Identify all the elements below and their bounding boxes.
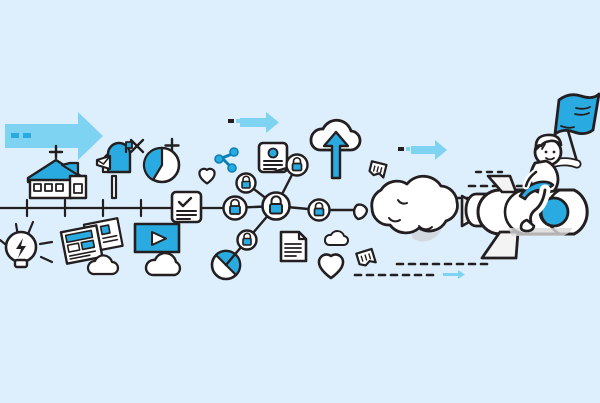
small-arrow	[398, 140, 447, 160]
video-player-icon[interactable]	[133, 222, 181, 254]
bulb-ray	[38, 240, 54, 246]
secure-network-graph	[222, 153, 362, 267]
pie-slice-blue	[142, 146, 164, 182]
document-fold	[297, 230, 308, 241]
lock-node	[307, 198, 331, 222]
cloud-upload-icon	[309, 118, 362, 180]
play-icon[interactable]	[151, 231, 167, 246]
large-arrow	[5, 112, 103, 160]
bulb-ray	[26, 220, 35, 236]
lock-icon	[292, 156, 302, 165]
mailbox-post	[110, 174, 118, 200]
house-icon	[26, 158, 88, 200]
lock-node	[261, 191, 291, 221]
smoke-swirl	[388, 217, 401, 223]
lock-icon	[243, 232, 252, 240]
paper-scrap-two-icon	[355, 247, 377, 267]
smoke-outline	[370, 174, 459, 235]
news-headline	[64, 229, 94, 244]
pie-chart-icon	[142, 146, 181, 184]
heart-large-icon	[317, 253, 345, 280]
rider-eye	[544, 150, 548, 154]
cloud-medium-icon	[144, 251, 182, 277]
lock-node	[222, 195, 248, 221]
rocket-nose	[572, 188, 589, 236]
smoke-puff	[352, 203, 369, 221]
arrow-dash	[11, 133, 19, 138]
rider-smile	[545, 157, 555, 161]
plus-small-icon	[48, 144, 64, 160]
check-mark-icon	[177, 196, 193, 208]
medium-arrow	[228, 112, 279, 133]
rider-leg	[529, 188, 547, 224]
mailbox-icon	[95, 141, 133, 200]
flag-fold	[575, 106, 591, 110]
lock-node	[236, 229, 258, 251]
checklist-icon	[170, 190, 203, 224]
lock-node	[235, 172, 257, 194]
lock-node	[285, 153, 309, 177]
house-door	[73, 183, 83, 194]
bulb-base	[13, 258, 29, 269]
lightbulb-icon	[0, 220, 54, 269]
close-x-icon	[129, 138, 145, 154]
document-lines-icon	[279, 230, 308, 263]
arrow-dash	[228, 119, 234, 123]
rider-foot	[519, 218, 536, 233]
lock-icon	[230, 198, 240, 207]
share-nodes-icon	[214, 147, 239, 173]
house-window	[55, 183, 64, 192]
mailbox-body	[106, 141, 132, 174]
profile-card-icon	[257, 141, 289, 174]
share-node	[214, 154, 224, 164]
smoke-swirl	[397, 199, 408, 205]
rocket-rider	[518, 92, 600, 233]
arrow-dash	[406, 147, 410, 151]
avatar	[267, 147, 279, 159]
smoke-swirl	[418, 225, 433, 231]
arrow-dash	[236, 119, 240, 123]
paper-scrap-icon	[368, 160, 388, 179]
house-window	[44, 183, 53, 192]
house-window	[33, 183, 42, 192]
cloud-small-icon	[86, 254, 120, 276]
flag-fold	[574, 112, 590, 116]
bulb-ray	[39, 255, 54, 264]
heart-small-icon	[198, 167, 216, 185]
lock-icon	[242, 175, 251, 183]
rider-arm-front	[524, 170, 538, 188]
flag-fold	[560, 125, 575, 129]
rocket-fin-top	[486, 174, 518, 194]
arrow-dash	[398, 147, 404, 151]
exhaust-smoke-cloud	[352, 174, 459, 242]
bulb-ray	[0, 238, 7, 246]
bolt-icon	[16, 238, 26, 258]
share-node	[227, 163, 237, 173]
lock-icon	[270, 195, 282, 205]
rider-eye	[552, 150, 556, 154]
rocket-shade	[508, 228, 572, 236]
tiny-arrow	[443, 270, 465, 279]
cloud-tiny-icon	[324, 230, 350, 246]
lock-icon	[314, 201, 324, 210]
arrow-dash	[23, 133, 31, 138]
share-node	[229, 147, 239, 157]
upload-arrow-icon	[322, 130, 350, 180]
newspaper-icon	[59, 217, 124, 265]
